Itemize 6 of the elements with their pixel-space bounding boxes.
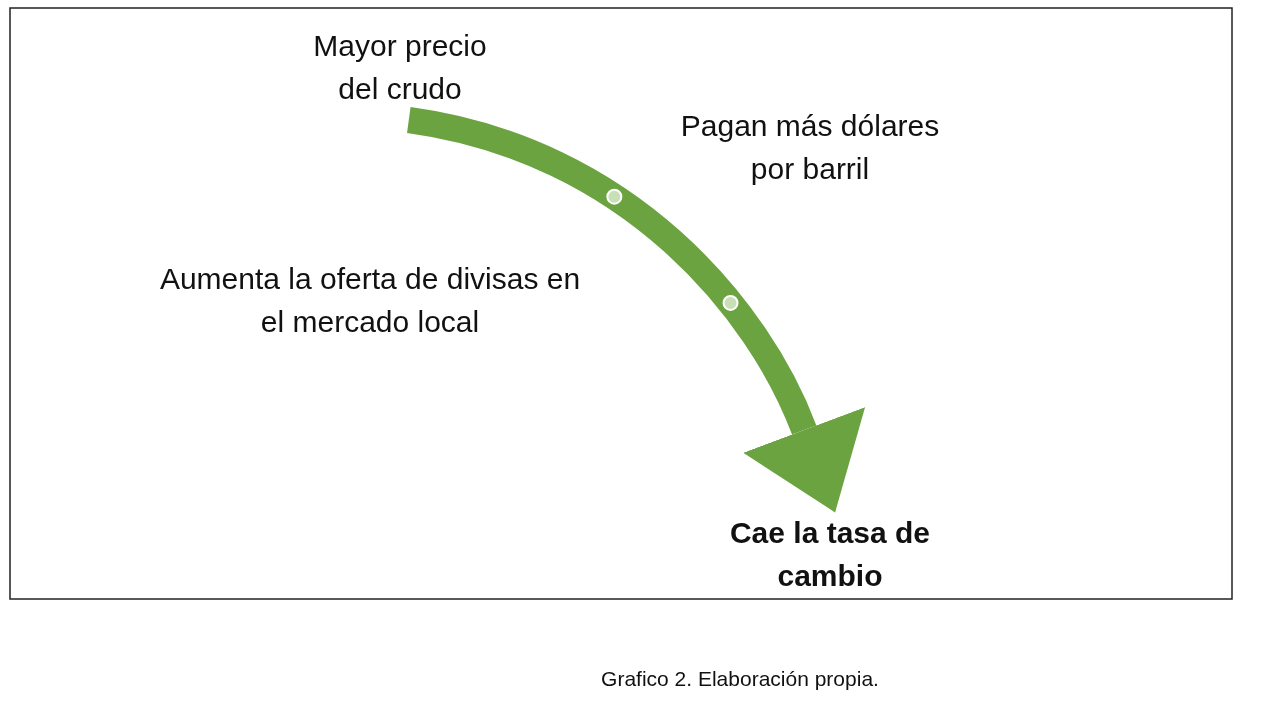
node-text: Cae la tasa de cambio xyxy=(728,515,932,594)
step-label: Pagan más dólares por barril xyxy=(679,108,941,187)
caption: Grafico 2. Elaboración propia. xyxy=(600,667,880,691)
step-label: Aumenta la oferta de divisas en el mercado local xyxy=(158,261,582,340)
node-text: Mayor precio del crudo xyxy=(312,28,488,107)
curved-arrow xyxy=(406,107,865,511)
